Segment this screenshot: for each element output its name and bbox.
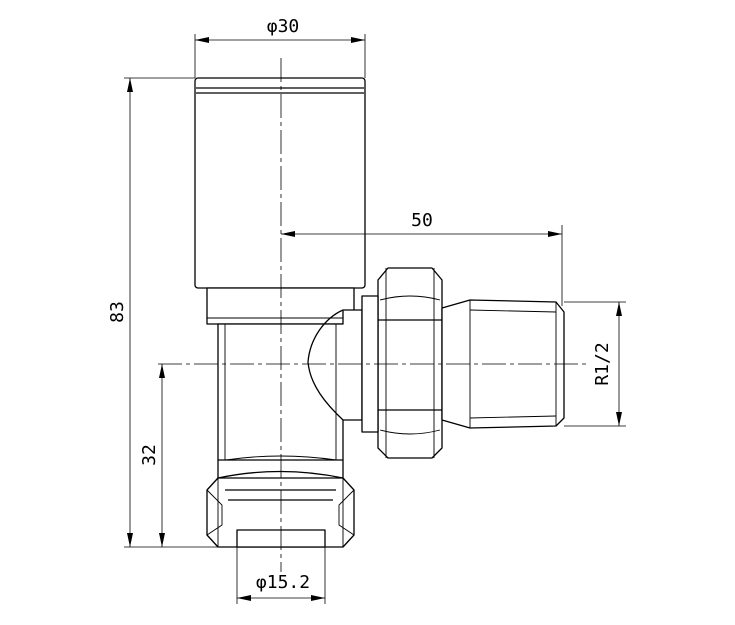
inlet-height-label: 32 <box>139 444 160 466</box>
valve-neck <box>206 287 355 325</box>
arrow-top <box>127 78 133 92</box>
dim-thread-size: R1/2 <box>564 301 626 427</box>
hex-nut-body <box>377 267 443 459</box>
dim-overall-height: 83 <box>107 77 237 548</box>
dim-outlet-length: 50 <box>281 210 563 306</box>
nut-chamfer-right <box>338 489 355 536</box>
nut-top-curve <box>217 470 344 479</box>
head-diameter-label: φ30 <box>267 16 300 37</box>
arrow-left <box>195 37 209 43</box>
valve-main-body <box>217 309 363 461</box>
hex-chamfer-bottom <box>379 429 441 435</box>
branch-curve <box>307 309 344 421</box>
overall-height-label: 83 <box>107 301 128 323</box>
arrow-top <box>616 302 622 316</box>
arrow-right <box>548 231 562 237</box>
dim-pipe-diameter: φ15.2 <box>236 547 326 604</box>
body-bottom-curve <box>225 455 337 461</box>
thread-size-label: R1/2 <box>592 342 613 385</box>
hex-chamfer-top <box>379 295 441 301</box>
arrow-bottom <box>159 533 165 547</box>
nut-chamfer-left <box>206 489 223 536</box>
dim-inlet-height: 32 <box>139 364 165 547</box>
valve-head <box>194 77 366 289</box>
side-hex-nut <box>377 267 443 459</box>
thread-root-bottom <box>469 415 557 419</box>
arrow-right <box>311 595 325 601</box>
bottom-compression-nut <box>206 470 355 548</box>
arrow-bottom <box>616 412 622 426</box>
arrow-right <box>351 37 365 43</box>
head-cylinder <box>194 77 366 289</box>
arrow-left <box>281 231 295 237</box>
outlet-length-label: 50 <box>411 210 433 231</box>
dim-head-diameter: φ30 <box>194 16 366 78</box>
thread-root-top <box>469 309 557 313</box>
valve-body <box>194 77 565 548</box>
arrow-left <box>237 595 251 601</box>
arrow-bottom <box>127 533 133 547</box>
arrow-top <box>159 364 165 378</box>
pipe-diameter-label: φ15.2 <box>256 572 310 593</box>
